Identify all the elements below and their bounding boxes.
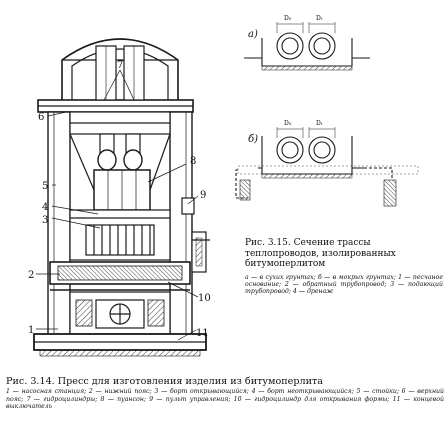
label-1: 1 (28, 325, 34, 336)
dim-dt-a: Dₜ (316, 15, 323, 22)
figure-3-15-title: Рис. 3.15. Сечение трассы теплопроводов,… (245, 238, 396, 269)
label-8: 8 (190, 156, 196, 167)
figure-3-14-title: Рис. 3.14. Пресс для изготовления издели… (6, 376, 324, 387)
trench-section-b (235, 127, 419, 207)
figure-3-14-legend: 1 — насосная станция; 2 — нижний пояс; 3… (6, 388, 444, 411)
label-5: 5 (42, 181, 48, 192)
label-9: 9 (200, 190, 206, 201)
dim-dt-b: Dₜ (316, 120, 323, 127)
label-3: 3 (42, 215, 48, 226)
figure-3-15-legend: а — в сухих грунтах; б — в мокрых грунта… (245, 273, 443, 296)
press-drawing (33, 38, 210, 357)
label-4: 4 (42, 202, 48, 213)
label-2: 2 (28, 270, 34, 281)
dim-d0-a: D₀ (284, 15, 292, 22)
label-6: 6 (38, 112, 44, 123)
figure-3-15-caption: Рис. 3.15. Сечение трассы теплопроводов,… (245, 238, 443, 296)
trench-section-a (244, 22, 370, 71)
panel-b-label: б) (248, 134, 258, 145)
press-labels: 1 2 3 4 5 6 7 8 9 10 11 (28, 60, 211, 339)
figure-3-14-caption: Рис. 3.14. Пресс для изготовления издели… (6, 376, 444, 411)
label-11: 11 (196, 328, 209, 339)
label-7: 7 (117, 60, 123, 71)
dim-d0-b: D₀ (284, 120, 292, 127)
panel-a-label: а) (248, 29, 258, 40)
label-10: 10 (198, 293, 211, 304)
